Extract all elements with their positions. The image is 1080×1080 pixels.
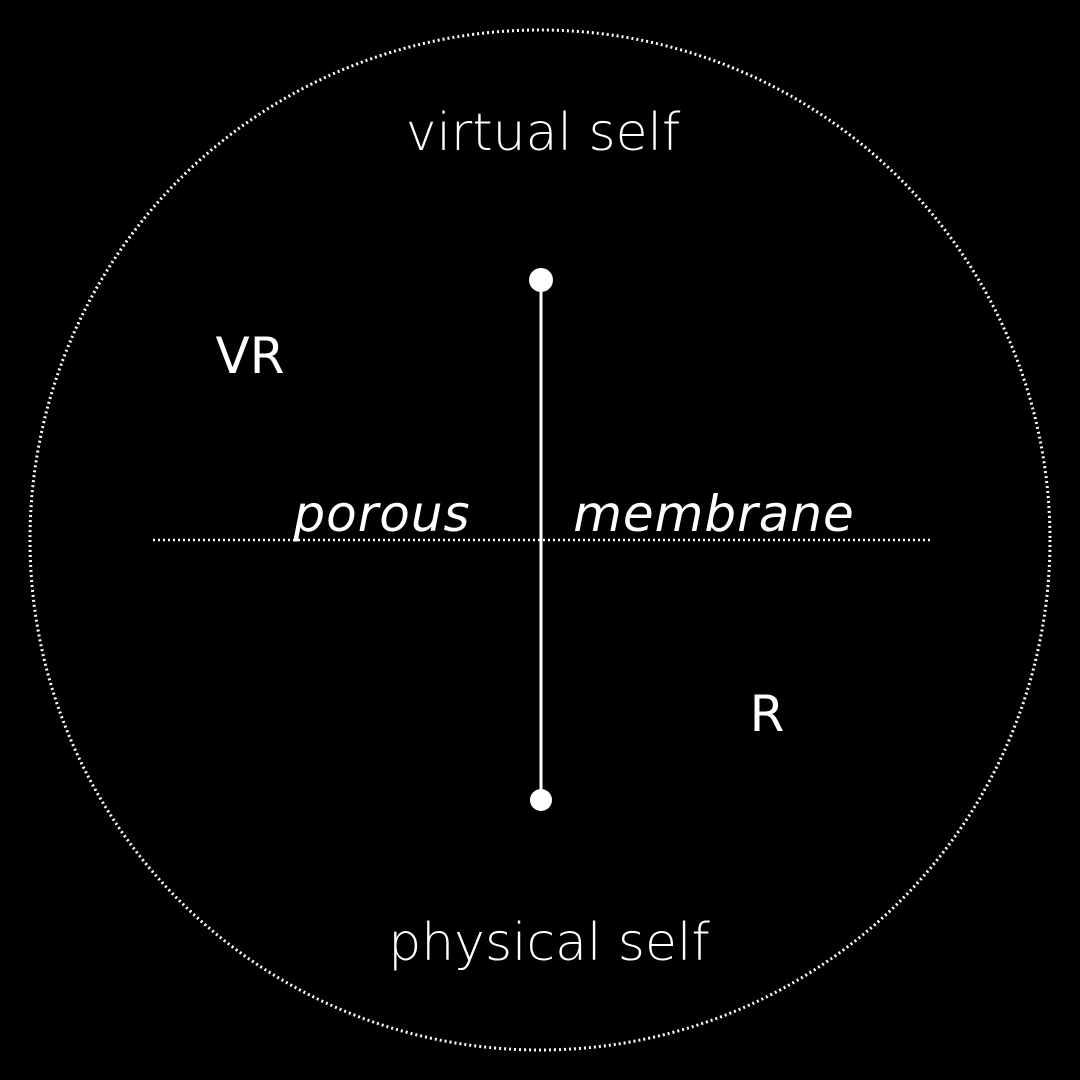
physical-self-label: physical self <box>388 913 710 973</box>
virtual-self-label: virtual self <box>406 103 681 163</box>
r-region-label: R <box>750 685 785 743</box>
membrane-label-porous: porous <box>292 485 470 543</box>
membrane-label-membrane: membrane <box>573 485 855 543</box>
outer-boundary-circle <box>28 28 1052 1052</box>
axis-top-endpoint <box>529 268 553 292</box>
axis-bottom-endpoint <box>530 789 552 811</box>
vr-region-label: VR <box>216 327 285 385</box>
